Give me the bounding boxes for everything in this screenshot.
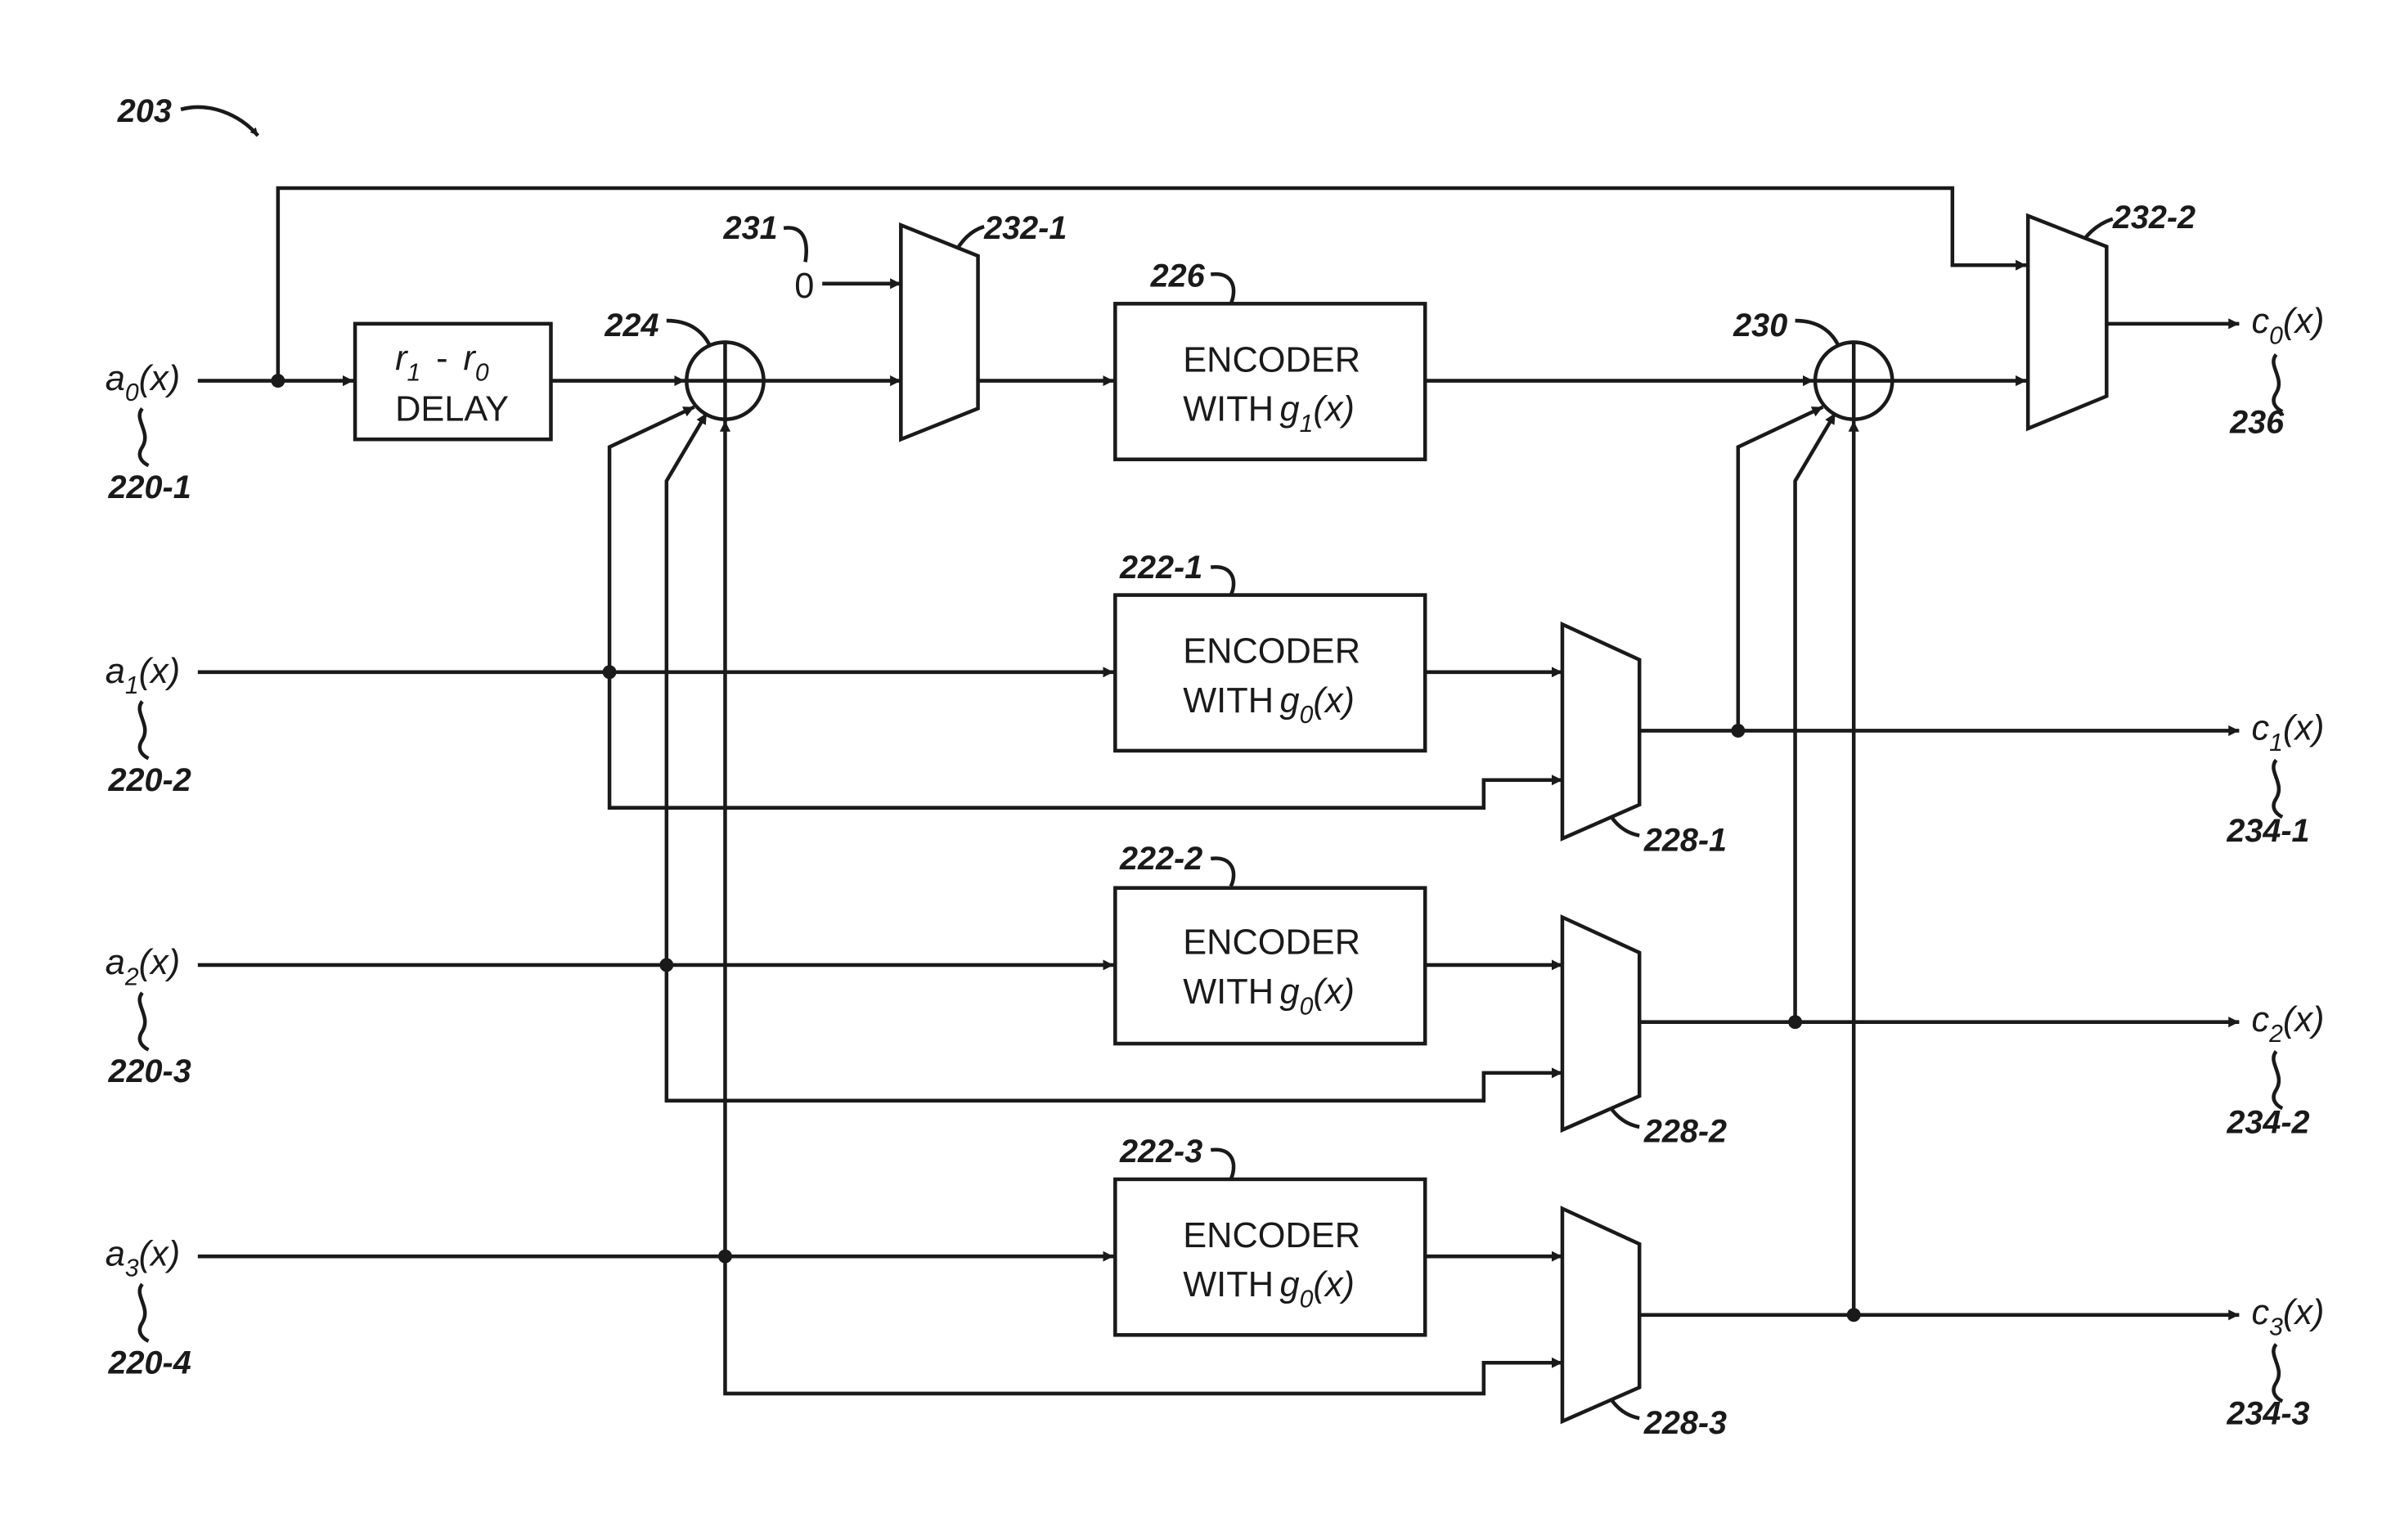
ref-234-3: 234-3 [2226, 1396, 2309, 1432]
ref-leader-203 [181, 107, 258, 136]
ref-leader-222-3 [1211, 1150, 1234, 1179]
junction-dot [603, 665, 617, 679]
input-a1-label: a1(x) [106, 652, 180, 699]
ref-leader-220-4 [140, 1284, 149, 1341]
input-a0-label: a0(x) [106, 359, 180, 406]
mux-228-1 [1562, 624, 1639, 838]
ref-leader-222-2 [1211, 858, 1234, 886]
ref-leader-234-3 [2273, 1345, 2282, 1402]
ref-222-2: 222-2 [1119, 841, 1202, 877]
ref-leader-220-3 [140, 993, 149, 1050]
ref-leader-231 [784, 228, 807, 263]
mux-228-3 [1562, 1209, 1639, 1421]
figure-ref-label: 203 [117, 93, 172, 129]
junction-dot [1731, 724, 1745, 738]
a1-to-adder-wire [609, 407, 694, 672]
ref-232-1: 232-1 [983, 210, 1067, 246]
ref-leader-234-2 [2273, 1051, 2282, 1108]
encoder-222-3-line1: ENCODER [1183, 1216, 1360, 1255]
ref-leader-224 [667, 321, 710, 345]
encoder-222-1-line1: ENCODER [1183, 632, 1360, 671]
junction-dot [718, 1250, 732, 1264]
ref-222-1: 222-1 [1119, 550, 1202, 586]
encoder-226-line1: ENCODER [1183, 340, 1360, 379]
mux-228-2 [1562, 918, 1639, 1130]
ref-220-4: 220-4 [108, 1345, 191, 1381]
junction-dot [1847, 1308, 1861, 1322]
input-a2-label: a2(x) [106, 943, 180, 990]
a2-to-adder-wire [667, 413, 707, 965]
ref-224: 224 [604, 308, 658, 343]
ref-220-2: 220-2 [108, 762, 191, 798]
delay-label: DELAY [395, 390, 509, 429]
junction-dot [1788, 1015, 1802, 1029]
ref-leader-220-2 [140, 702, 149, 759]
ref-236: 236 [2229, 405, 2285, 441]
constant-zero: 0 [794, 267, 814, 306]
ref-leader-220-1 [140, 408, 149, 465]
ref-222-3: 222-3 [1119, 1134, 1202, 1170]
junction-dot [271, 374, 285, 388]
ref-228-1: 228-1 [1643, 822, 1727, 858]
output-c3-label: c3(x) [2251, 1293, 2324, 1340]
ref-231: 231 [723, 210, 778, 246]
output-c0-label: c0(x) [2251, 302, 2324, 349]
ref-226: 226 [1150, 258, 1206, 294]
ref-228-2: 228-2 [1643, 1114, 1727, 1150]
ref-leader-236 [2273, 355, 2282, 412]
mux-232-1 [901, 225, 978, 439]
ref-220-1: 220-1 [108, 469, 191, 505]
ref-leader-222-1 [1211, 567, 1234, 595]
ref-228-3: 228-3 [1643, 1405, 1727, 1441]
ref-leader-226 [1211, 274, 1234, 303]
ref-leader-234-1 [2273, 760, 2282, 817]
encoder-block-222-2 [1115, 888, 1425, 1044]
junction-dot [659, 958, 673, 972]
encoder-block-222-1 [1115, 595, 1425, 751]
encoder-block-226 [1115, 303, 1425, 459]
encoder-222-2-line1: ENCODER [1183, 923, 1360, 963]
mux-232-2 [2028, 216, 2106, 429]
c2-to-adder-wire [1796, 413, 1836, 1022]
ref-234-1: 234-1 [2226, 813, 2309, 849]
ref-220-3: 220-3 [108, 1053, 191, 1089]
ref-234-2: 234-2 [2226, 1104, 2309, 1140]
output-c2-label: c2(x) [2251, 1000, 2324, 1048]
ref-leader-230 [1796, 321, 1839, 345]
ref-230: 230 [1733, 308, 1787, 343]
output-c1-label: c1(x) [2251, 709, 2324, 757]
encoder-block-222-3 [1115, 1179, 1425, 1335]
input-a3-label: a3(x) [106, 1234, 180, 1282]
ref-232-2: 232-2 [2112, 200, 2196, 236]
